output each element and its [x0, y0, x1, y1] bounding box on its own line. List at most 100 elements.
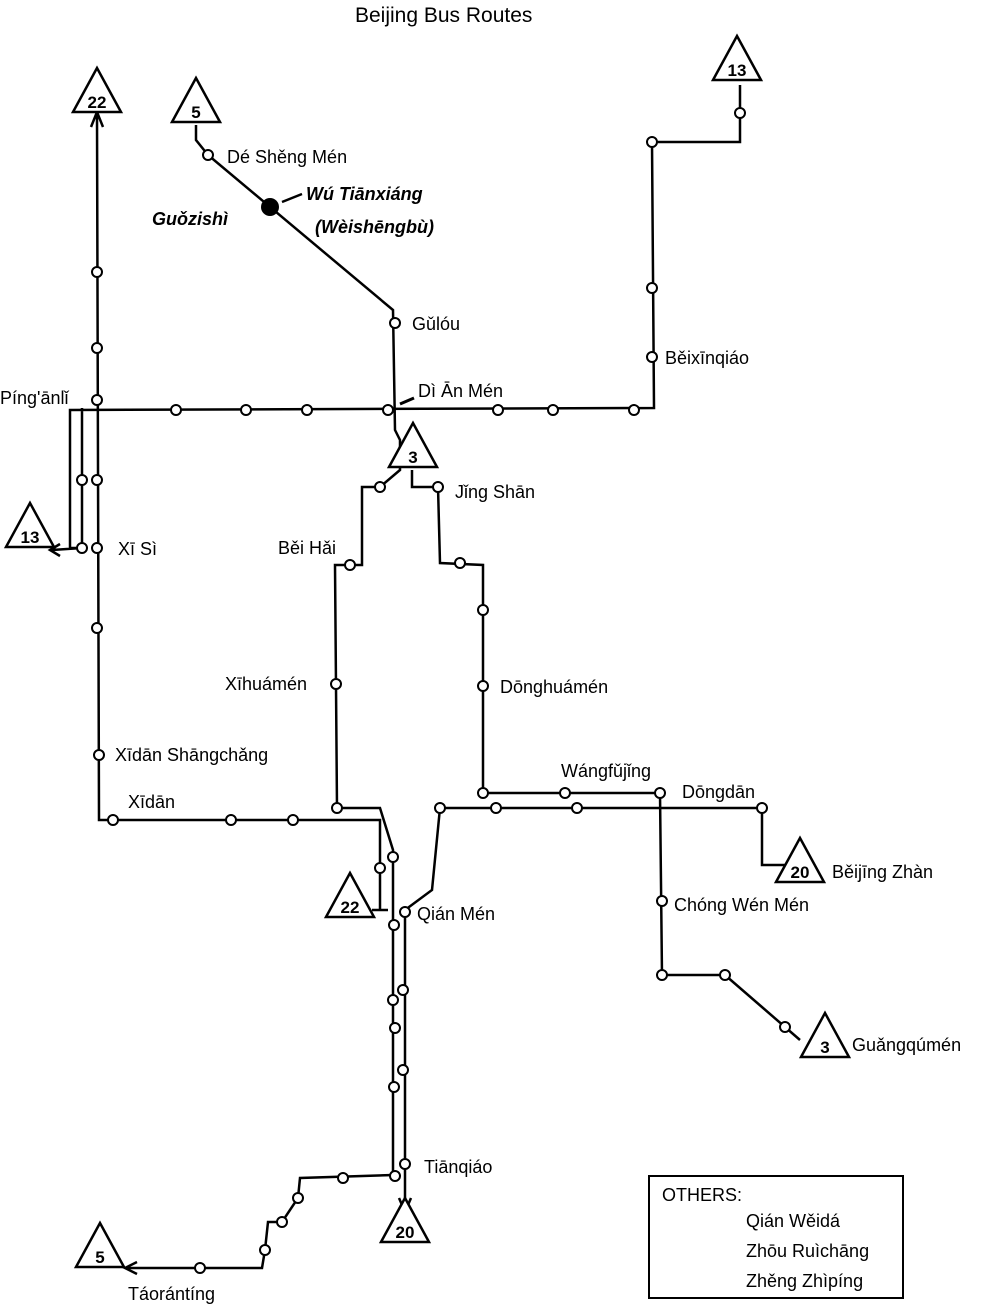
station-de-sheng-men: Dé Shěng Mén [227, 147, 347, 167]
triangle-marker [70, 65, 124, 114]
bus-stop [387, 851, 399, 863]
station-xihuamen: Xīhuámén [225, 674, 307, 694]
bus-stop [399, 906, 411, 918]
bus-stop [559, 787, 571, 799]
station-wu-tianxiang: Wú Tiānxiáng [306, 184, 423, 204]
route-line-3 [410, 470, 801, 1041]
bus-stop [432, 481, 444, 493]
station-guangqumen: Guǎngqúmén [852, 1035, 961, 1055]
bus-stop [492, 404, 504, 416]
bus-stop [389, 1022, 401, 1034]
route-terminal-20: 20 [773, 835, 827, 884]
station-xi-si: Xī Sì [118, 539, 157, 559]
others-heading: OTHERS: [662, 1185, 743, 1205]
bus-stop [646, 351, 658, 363]
route-line-5 [122, 125, 402, 1276]
bus-stop [76, 474, 88, 486]
bus-stop [91, 394, 103, 406]
bus-stop [170, 404, 182, 416]
triangle-marker [378, 1195, 432, 1244]
bus-stop [331, 802, 343, 814]
route-terminal-20: 20 [378, 1195, 432, 1244]
bus-stop [389, 317, 401, 329]
bus-stop [292, 1192, 304, 1204]
station-beijing-zhan: Běijīng Zhàn [832, 862, 933, 882]
bus-stop [276, 1216, 288, 1228]
route-number: 22 [341, 898, 360, 917]
bus-stop [646, 136, 658, 148]
bus-stop [259, 1244, 271, 1256]
station-xidan: Xīdān [128, 792, 175, 812]
bus-stop [388, 1081, 400, 1093]
bus-stop [382, 404, 394, 416]
bus-stop [337, 1172, 349, 1184]
bus-stop [93, 749, 105, 761]
bus-stop [76, 542, 88, 554]
route-terminal-5: 5 [169, 75, 223, 124]
route-terminal-3: 3 [798, 1010, 852, 1059]
route-number: 3 [820, 1038, 829, 1057]
others-name: Zhěng Zhìpíng [746, 1271, 864, 1291]
map-title: Beijing Bus Routes [355, 4, 532, 27]
bus-stop [225, 814, 237, 826]
station-donghuamen: Dōnghuámén [500, 677, 608, 697]
route-terminal-22: 22 [323, 870, 377, 919]
bus-stop [91, 622, 103, 634]
route-number: 13 [728, 61, 747, 80]
triangle-marker [73, 1220, 127, 1269]
others-legend-box: OTHERS: Qián Wěidá Zhōu Ruìchāng Zhěng Z… [648, 1175, 904, 1299]
bus-stop [547, 404, 559, 416]
triangle-marker [798, 1010, 852, 1059]
bus-stop [374, 862, 386, 874]
station-pinganli: Píng'ānlǐ [0, 388, 69, 408]
route-terminal-5: 5 [73, 1220, 127, 1269]
station-weishengbu: (Wèishēngbù) [315, 217, 434, 237]
route-number: 5 [191, 103, 200, 122]
route-number: 22 [88, 93, 107, 112]
station-bei-hai: Běi Hǎi [278, 538, 336, 558]
station-chong-wen-men: Chóng Wén Mén [674, 895, 809, 915]
bus-stop [344, 559, 356, 571]
bus-stop [330, 678, 342, 690]
route-number: 20 [791, 863, 810, 882]
triangle-marker [323, 870, 377, 919]
leader-line [281, 192, 303, 204]
bus-stop [387, 994, 399, 1006]
bus-stop [301, 404, 313, 416]
station-xidan-shangchang: Xīdān Shāngchǎng [115, 745, 268, 765]
bus-stop [202, 149, 214, 161]
bus-stops [76, 107, 791, 1274]
bus-stop [397, 984, 409, 996]
station-dongdan: Dōngdān [682, 782, 755, 802]
bus-stop [646, 282, 658, 294]
triangle-marker [3, 500, 57, 549]
triangle-marker [169, 75, 223, 124]
route-number: 13 [21, 528, 40, 547]
bus-stop [734, 107, 746, 119]
bus-stop [91, 474, 103, 486]
route-terminal-13: 13 [3, 500, 57, 549]
station-taoranting: Táorántíng [128, 1284, 215, 1304]
triangle-marker [773, 835, 827, 884]
others-name: Zhōu Ruìchāng [746, 1241, 870, 1261]
station-beixinqiao: Běixīnqiáo [665, 348, 749, 368]
bus-stop [656, 969, 668, 981]
station-tianqiao: Tiānqiáo [424, 1157, 492, 1177]
bus-stop [628, 404, 640, 416]
bus-stop [656, 895, 668, 907]
bus-stop [477, 680, 489, 692]
bus-stop [397, 1064, 409, 1076]
bus-stop [91, 542, 103, 554]
bus-stop [194, 1262, 206, 1274]
triangle-marker [710, 33, 764, 82]
area-guozishi: Guǒzishì [152, 209, 228, 229]
others-name: Qián Wěidá [746, 1211, 841, 1231]
bus-stop [719, 969, 731, 981]
bus-stop [91, 342, 103, 354]
route-number: 5 [95, 1248, 104, 1267]
station-qian-men: Qián Mén [417, 904, 495, 924]
bus-stop [654, 787, 666, 799]
route-terminal-3: 3 [386, 420, 440, 469]
bus-stop [240, 404, 252, 416]
